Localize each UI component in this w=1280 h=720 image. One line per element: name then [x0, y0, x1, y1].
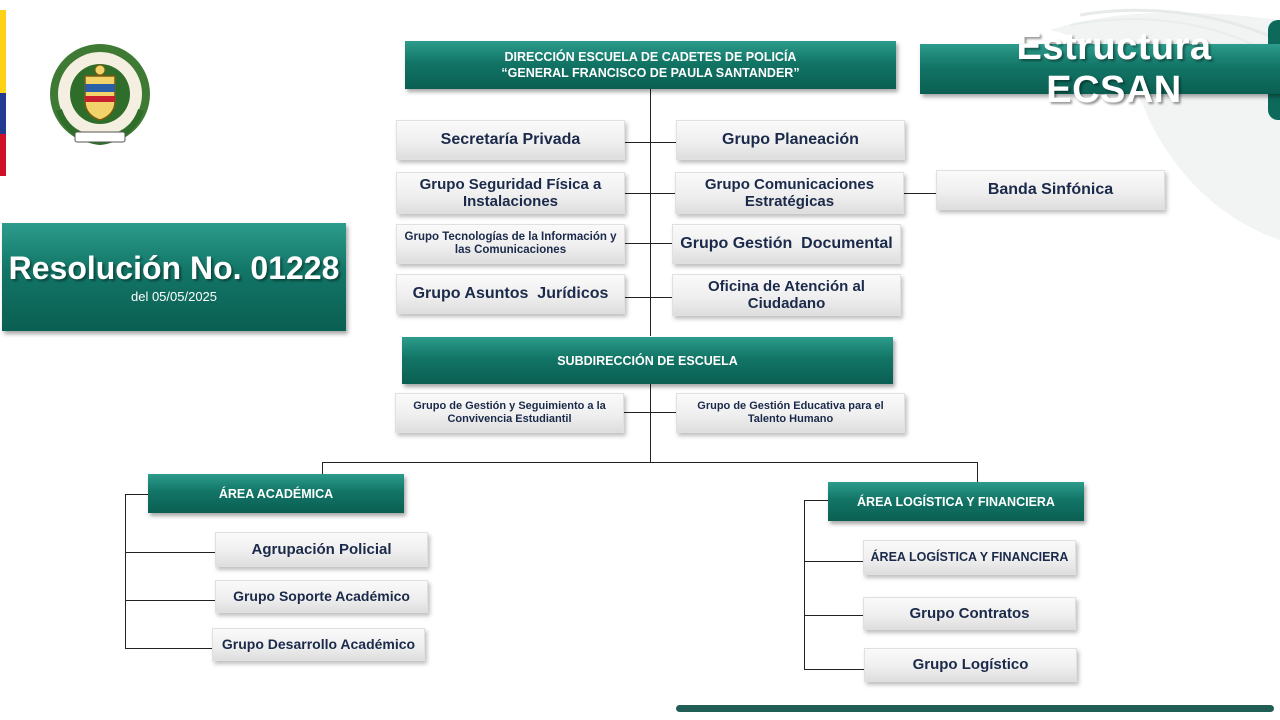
node-agrupacion-policial: Agrupación Policial	[215, 532, 428, 567]
node-direccion-line1: DIRECCIÓN ESCUELA DE CADETES DE POLICÍA	[504, 49, 797, 64]
connector-line	[322, 462, 323, 474]
node-grupo-logistico: Grupo Logístico	[864, 648, 1077, 682]
main-trunk-line	[650, 88, 651, 336]
connector-line	[125, 494, 148, 495]
resolution-title: Resolución No. 01228	[8, 250, 340, 286]
node-convivencia-estudiantil: Grupo de Gestión y Seguimiento a la Conv…	[395, 393, 624, 433]
police-emblem-logo	[50, 44, 150, 146]
node-secretaria-privada: Secretaría Privada	[396, 120, 625, 160]
sub-trunk-line	[650, 384, 651, 463]
node-desarrollo-academico: Grupo Desarrollo Académico	[212, 628, 425, 661]
flag-strip	[0, 10, 6, 176]
academic-vertical-line	[125, 494, 126, 649]
connector-line	[625, 243, 673, 244]
node-talento-humano: Grupo de Gestión Educativa para el Talen…	[676, 393, 905, 433]
node-grupo-planeacion: Grupo Planeación	[676, 120, 905, 160]
connector-line	[125, 552, 215, 553]
node-subdireccion: SUBDIRECCIÓN DE ESCUELA	[402, 337, 893, 384]
bottom-accent-bar	[676, 705, 1274, 712]
node-tecnologias: Grupo Tecnologías de la Información y la…	[396, 224, 625, 264]
node-direccion: DIRECCIÓN ESCUELA DE CADETES DE POLICÍA …	[405, 41, 896, 89]
node-atencion-ciudadano: Oficina de Atención al Ciudadano	[672, 274, 901, 316]
logistic-vertical-line	[804, 500, 805, 670]
connector-line	[804, 500, 828, 501]
node-gestion-documental: Grupo Gestión Documental	[672, 224, 901, 264]
connector-line	[625, 297, 673, 298]
resolution-date: del 05/05/2025	[130, 289, 218, 304]
page-title: Estructura ECSAN	[920, 26, 1280, 111]
node-asuntos-juridicos: Grupo Asuntos Jurídicos	[396, 274, 625, 314]
connector-line	[804, 615, 863, 616]
node-banda-sinfonica: Banda Sinfónica	[936, 170, 1165, 210]
node-area-logistica-sub: ÁREA LOGÍSTICA Y FINANCIERA	[863, 540, 1076, 575]
node-area-academica: ÁREA ACADÉMICA	[148, 474, 404, 513]
connector-line	[624, 412, 677, 413]
connector-line	[804, 561, 863, 562]
area-split-line	[322, 462, 978, 463]
node-comunicaciones: Grupo Comunicaciones Estratégicas	[675, 172, 904, 214]
connector-line	[804, 669, 864, 670]
node-grupo-contratos: Grupo Contratos	[863, 597, 1076, 630]
resolution-box: Resolución No. 01228 del 05/05/2025	[2, 223, 346, 331]
connector-line	[125, 600, 215, 601]
node-soporte-academico: Grupo Soporte Académico	[215, 580, 428, 613]
connector-line	[125, 648, 212, 649]
connector-line	[903, 193, 937, 194]
node-area-logistica: ÁREA LOGÍSTICA Y FINANCIERA	[828, 482, 1084, 521]
node-direccion-line2: “GENERAL FRANCISCO DE PAULA SANTANDER”	[501, 66, 800, 80]
connector-line	[625, 193, 676, 194]
connector-line	[977, 462, 978, 482]
connector-line	[625, 142, 676, 143]
node-seguridad-fisica: Grupo Seguridad Física a Instalaciones	[396, 172, 625, 214]
